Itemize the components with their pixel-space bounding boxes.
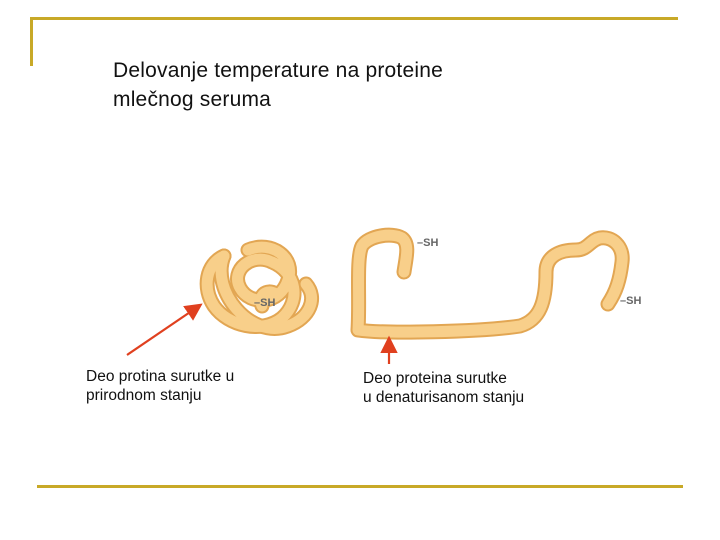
title-line-1: Delovanje temperature na proteine xyxy=(113,59,443,82)
denatured-sh-label-1: –SH xyxy=(417,237,438,249)
denatured-caption-line-1: Deo proteina surutke xyxy=(363,370,507,387)
native-sh-label: –SH xyxy=(254,297,275,309)
top-accent-line xyxy=(30,17,678,20)
native-pointer-arrow xyxy=(126,303,203,356)
denatured-caption-line-2: u denaturisanom stanju xyxy=(363,389,525,406)
left-accent-line xyxy=(30,17,33,66)
title-line-2: mlečnog seruma xyxy=(113,88,272,111)
denatured-protein-caption: Deo proteina surutke u denaturisanom sta… xyxy=(363,369,524,407)
native-protein-coil xyxy=(199,239,319,336)
denatured-protein-chain xyxy=(350,227,630,340)
native-caption-line-2: prirodnom stanju xyxy=(86,387,202,404)
bottom-accent-line xyxy=(37,485,683,488)
denatured-sh-label-2: –SH xyxy=(620,295,641,307)
slide-title: Delovanje temperature na proteine mlečno… xyxy=(113,56,443,114)
native-protein-caption: Deo protina surutke u prirodnom stanju xyxy=(86,367,234,405)
native-caption-line-1: Deo protina surutke u xyxy=(86,368,235,385)
